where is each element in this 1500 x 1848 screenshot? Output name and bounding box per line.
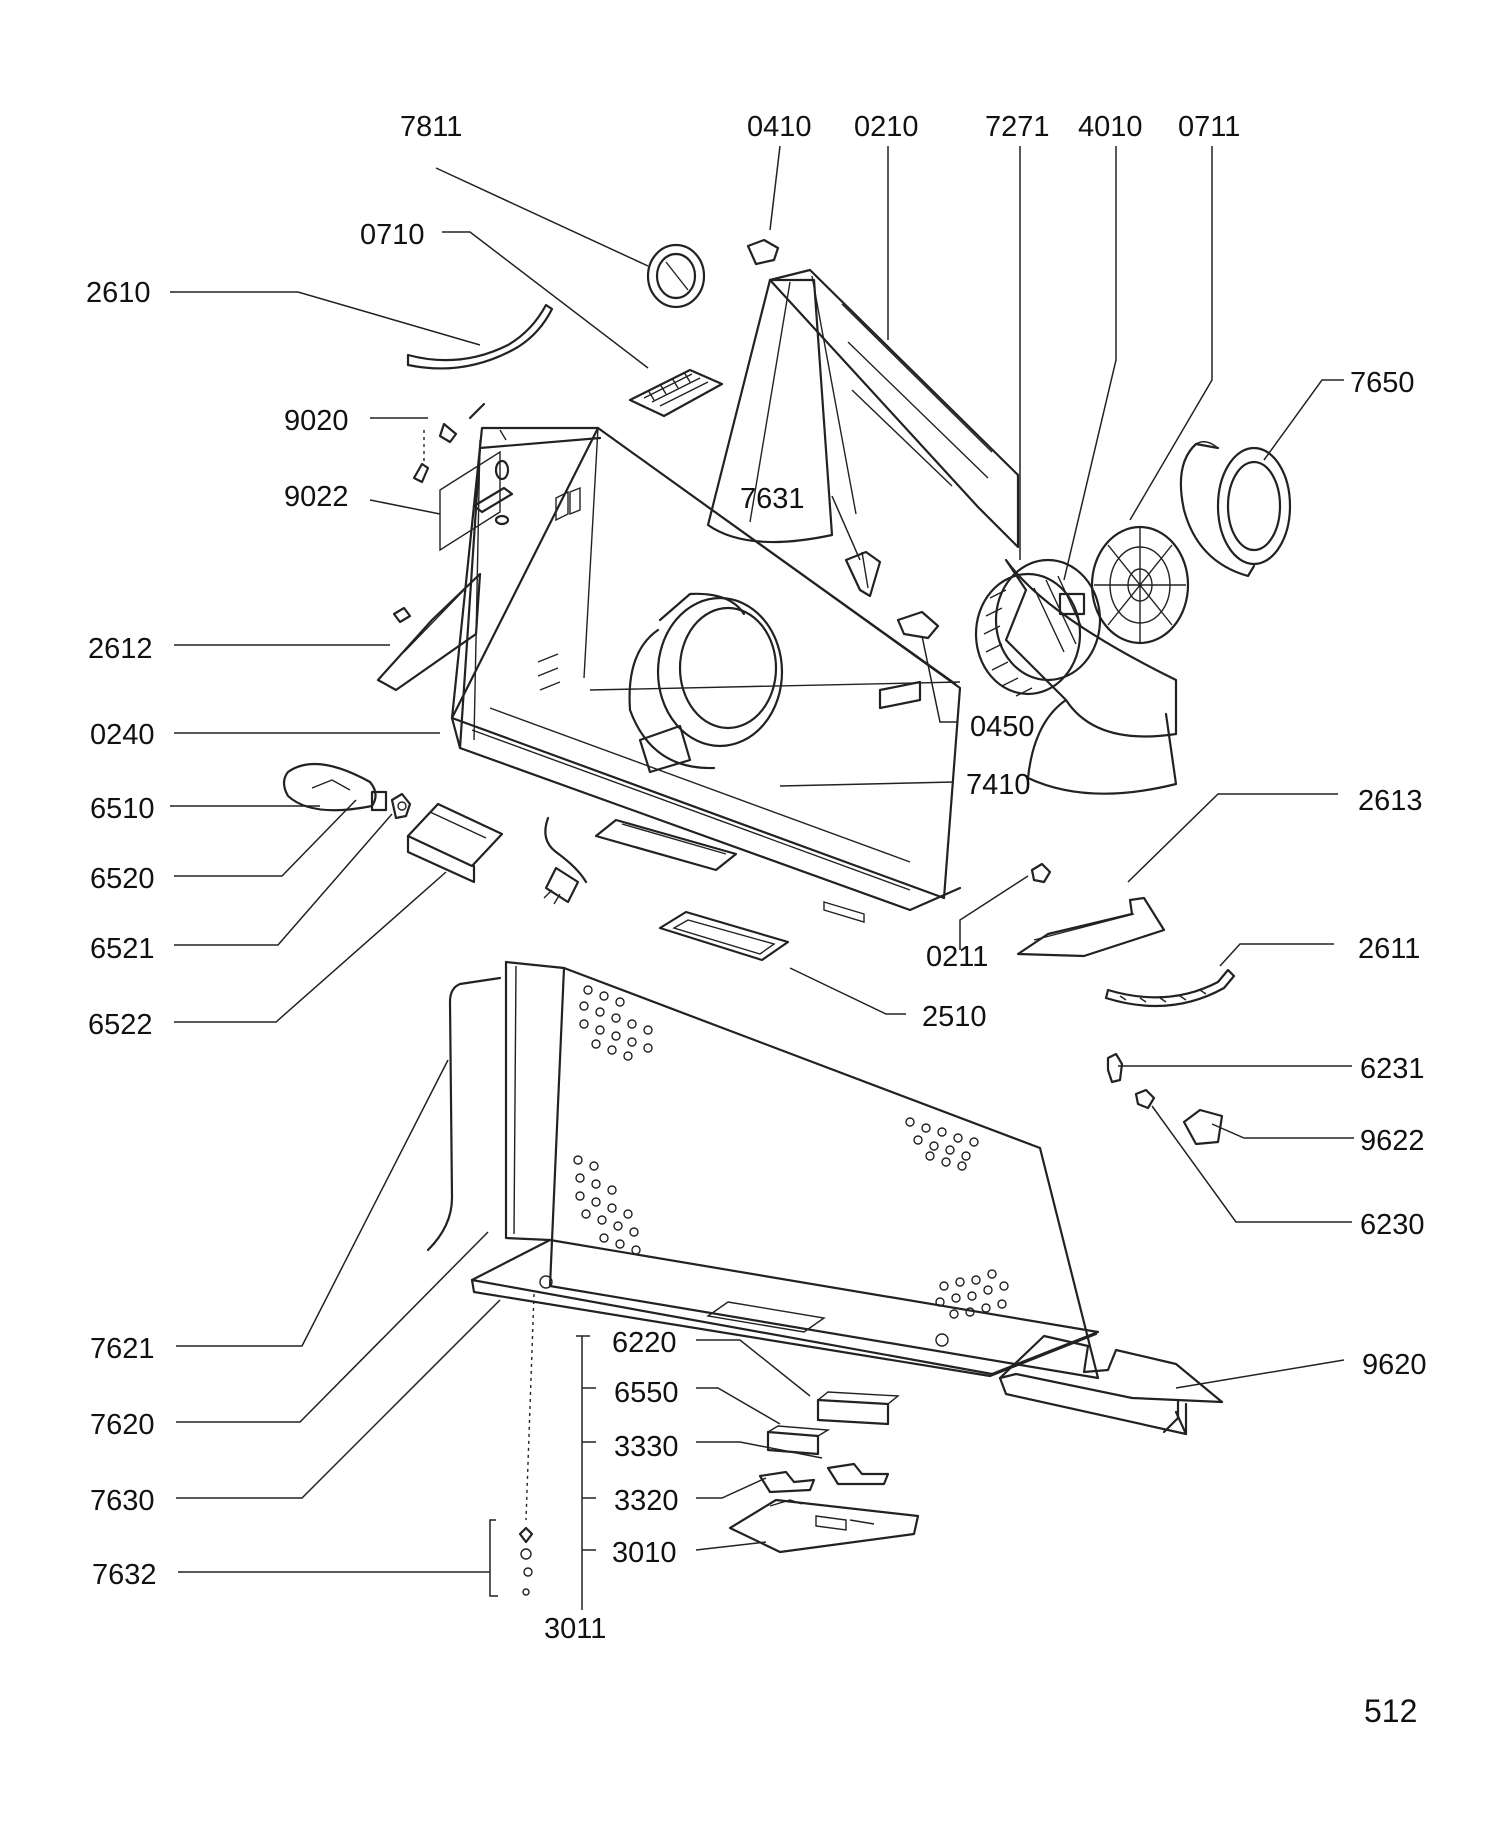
part-9020-screws [412, 402, 507, 484]
part-7620-front-panel [470, 960, 1100, 1380]
label-0240: 0240 [90, 719, 155, 751]
part-7621-rod [426, 976, 502, 1252]
label-7621: 7621 [90, 1333, 155, 1365]
part-0711-fan-guard [1090, 525, 1190, 645]
label-7650: 7650 [1350, 367, 1415, 399]
label-3330: 3330 [614, 1431, 679, 1463]
label-6522: 6522 [88, 1009, 153, 1041]
part-power-cable [543, 816, 588, 905]
part-0410-clip [746, 238, 780, 266]
label-7630: 7630 [90, 1485, 155, 1517]
label-0711: 0711 [1178, 111, 1240, 143]
part-6220-block [816, 1391, 900, 1426]
part-6510-bulb [282, 762, 388, 812]
label-2610: 2610 [86, 277, 151, 309]
label-2613: 2613 [1358, 785, 1423, 817]
label-9622: 9622 [1360, 1125, 1425, 1157]
part-0450-clip [896, 610, 940, 640]
label-9620: 9620 [1362, 1349, 1427, 1381]
label-6231: 6231 [1360, 1053, 1425, 1085]
label-9020: 9020 [284, 405, 349, 437]
label-2612: 2612 [88, 633, 153, 665]
part-7650-cylinder-filter [1179, 441, 1292, 578]
label-0410: 0410 [747, 111, 812, 143]
part-0240-housing [450, 426, 962, 923]
label-2510: 2510 [922, 1001, 987, 1033]
label-7410: 7410 [966, 769, 1031, 801]
part-6231-switch [1106, 1052, 1124, 1084]
label-6220: 6220 [612, 1327, 677, 1359]
label-7632: 7632 [92, 1559, 157, 1591]
part-2613-side-bracket [1016, 896, 1166, 958]
label-0210: 0210 [854, 111, 919, 143]
label-0710: 0710 [360, 219, 425, 251]
label-6520: 6520 [90, 863, 155, 895]
part-2510-filter [658, 910, 790, 962]
part-3010-plate [728, 1498, 920, 1554]
label-7271: 7271 [985, 111, 1050, 143]
leader-lines [170, 145, 1354, 1610]
part-7631-clip [844, 550, 882, 598]
label-0211: 0211 [926, 941, 988, 973]
label-3010: 3010 [612, 1537, 677, 1569]
part-2612-side-bracket [376, 572, 482, 692]
label-7811: 7811 [400, 111, 462, 143]
part-3330-clips [758, 1462, 890, 1494]
label-3011: 3011 [544, 1613, 606, 1645]
label-0450: 0450 [970, 711, 1035, 743]
label-6230: 6230 [1360, 1209, 1425, 1241]
label-9022: 9022 [284, 481, 349, 513]
part-0211-fastener [1030, 862, 1052, 884]
label-6510: 6510 [90, 793, 155, 825]
part-9620-side-panel [998, 1334, 1224, 1436]
part-6522-lamp-bracket [406, 802, 504, 884]
label-4010: 4010 [1078, 111, 1143, 143]
label-6550: 6550 [614, 1377, 679, 1409]
label-6521: 6521 [90, 933, 155, 965]
label-3320: 3320 [614, 1485, 679, 1517]
part-7632-screws [518, 1293, 535, 1596]
page-number: 512 [1364, 1693, 1417, 1729]
part-2610-trim [406, 303, 554, 370]
label-7631: 7631 [740, 483, 805, 515]
label-7620: 7620 [90, 1409, 155, 1441]
part-7811-ring [646, 243, 706, 309]
part-0710-grille [628, 368, 724, 418]
part-7620-vent-holes [573, 985, 1009, 1319]
part-6550-block [766, 1425, 831, 1456]
part-7271-motor [974, 558, 1102, 697]
part-6520-holder [390, 792, 412, 820]
part-number-labels: 7811 0410 0210 7271 4010 0711 0710 2610 … [86, 111, 1427, 1645]
part-6230-clip [1134, 1088, 1156, 1110]
part-0210-chimney [706, 268, 1178, 795]
part-2611-trim [1104, 968, 1236, 1008]
part-9622-pad [1182, 1108, 1224, 1146]
label-2611: 2611 [1358, 933, 1420, 965]
